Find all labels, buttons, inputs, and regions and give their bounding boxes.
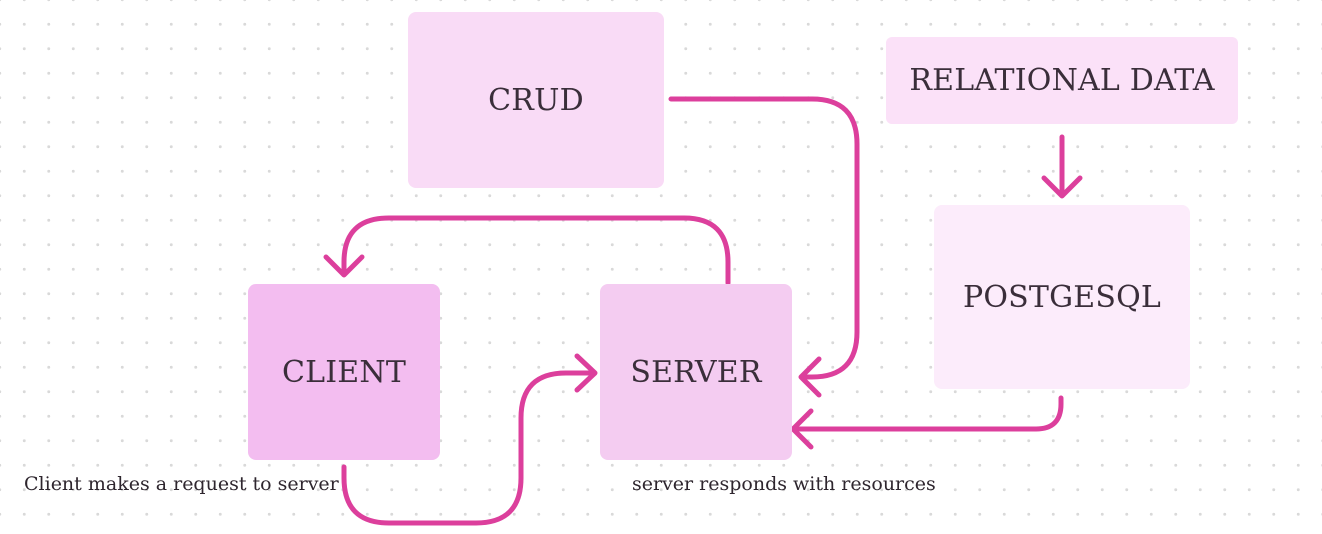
postgresql-node[interactable]: POSTGESQL (934, 205, 1190, 389)
client-node[interactable]: CLIENT (248, 284, 440, 460)
arrow-postgresql-to-server[interactable] (792, 395, 1064, 432)
arrowhead-relational-to-postgresql (1041, 175, 1083, 199)
arrow-client-to-server[interactable] (341, 370, 596, 526)
arrow-server-to-client[interactable] (341, 215, 731, 286)
server-node[interactable]: SERVER (600, 284, 792, 460)
arrowhead-postgresql-to-server (790, 408, 814, 450)
crud-node[interactable]: CRUD (408, 12, 664, 188)
postgresql-label: POSTGESQL (962, 279, 1162, 315)
server-label: SERVER (630, 354, 762, 390)
crud-label: CRUD (488, 82, 584, 118)
client-caption: Client makes a request to server (24, 473, 339, 495)
client-label: CLIENT (281, 354, 407, 390)
arrowhead-server-to-client (323, 254, 365, 278)
relational-data-node[interactable]: RELATIONAL DATA (886, 37, 1238, 124)
arrow-crud-to-server[interactable] (668, 96, 860, 380)
server-caption: server responds with resources (632, 473, 936, 495)
arrowhead-crud-to-server (798, 356, 822, 398)
relational-data-label: RELATIONAL DATA (909, 63, 1215, 98)
arrowhead-client-to-server (574, 353, 598, 393)
